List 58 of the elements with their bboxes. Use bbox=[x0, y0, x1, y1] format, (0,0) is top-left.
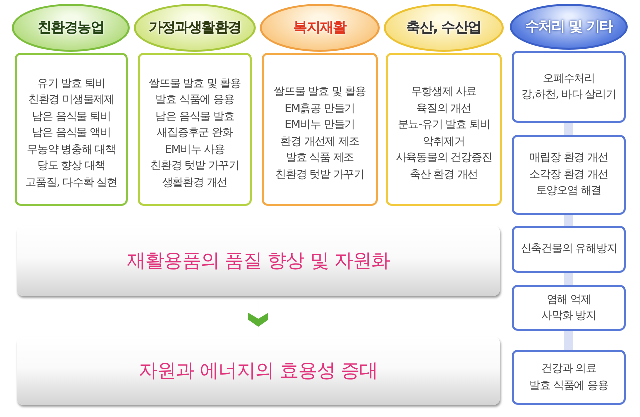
item-text: 당도 향상 대책 bbox=[37, 158, 106, 174]
item-box bbox=[512, 350, 626, 405]
item-text: 축산 환경 개선 bbox=[410, 166, 478, 182]
item-box bbox=[15, 53, 128, 206]
item-text: 사육동물의 건강증진 bbox=[396, 150, 492, 166]
item-text: 고품질, 다수확 실현 bbox=[26, 174, 118, 191]
item-text: EM흙공 만들기 bbox=[284, 100, 356, 116]
result-box bbox=[17, 337, 500, 405]
item-text: 토양오염 해결 bbox=[536, 183, 602, 200]
result-text: 재활용품의 품질 향상 및 자원화 bbox=[127, 249, 390, 274]
item-text: 환경 개선제 제조 bbox=[280, 134, 360, 150]
result-box bbox=[17, 226, 500, 296]
category-heading: 친환경농업 bbox=[38, 19, 104, 37]
item-box bbox=[512, 135, 626, 215]
item-text: 생활환경 개선 bbox=[162, 174, 228, 191]
item-text: 신축건물의 유해방지 bbox=[520, 241, 618, 258]
item-text: 친환경 텃밭 가꾸기 bbox=[276, 166, 364, 182]
category-heading: 수처리 및 기타 bbox=[525, 18, 613, 36]
item-text: 강,하천, 바다 살리기 bbox=[522, 87, 616, 103]
item-text: 염해 억제 bbox=[546, 292, 592, 308]
category-heading: 가정과생활환경 bbox=[148, 19, 242, 37]
item-text: 새집증후군 완화 bbox=[157, 125, 233, 142]
item-text: 소각장 환경 개선 bbox=[530, 166, 608, 183]
item-text: 발효 식품에 응용 bbox=[156, 92, 234, 108]
item-text: 무농약 병충해 대책 bbox=[27, 142, 116, 158]
item-box bbox=[138, 53, 252, 206]
connector-bar bbox=[564, 215, 574, 226]
item-text: 쌀뜨물 발효 및 활용 bbox=[149, 76, 241, 92]
category-heading: 복지재활 bbox=[294, 19, 346, 37]
result-text: 자원과 에너지의 효용성 증대 bbox=[139, 359, 378, 384]
item-text: 건강과 의료 bbox=[542, 361, 596, 377]
item-text: 친환경 미생물제제 bbox=[28, 92, 115, 108]
item-text: 유기 발효 퇴비 bbox=[37, 76, 106, 92]
item-text: 사막화 방지 bbox=[542, 308, 596, 324]
item-text: 남은 음식물 발효 bbox=[156, 108, 234, 125]
item-text: 무항생제 사료 bbox=[411, 84, 477, 100]
item-text: 발효 식품 제조 bbox=[286, 150, 354, 166]
item-box bbox=[386, 53, 502, 206]
item-text: 분뇨-유기 발효 퇴비 bbox=[398, 117, 490, 133]
item-text: EM비누 만들기 bbox=[284, 117, 356, 133]
item-text: 친환경 텃밭 가꾸기 bbox=[150, 158, 240, 174]
item-text: 발효 식품에 응용 bbox=[530, 378, 608, 394]
item-text: 악취제거 bbox=[423, 134, 465, 150]
connector-bar bbox=[564, 123, 574, 135]
item-text: 오폐수처리 bbox=[542, 70, 595, 86]
item-box bbox=[512, 226, 626, 273]
item-box bbox=[512, 51, 626, 123]
item-text: EM비누 사용 bbox=[165, 142, 225, 158]
item-text: 남은 음식물 퇴비 bbox=[32, 108, 111, 125]
item-text: 육질의 개선 bbox=[416, 100, 472, 116]
item-text: 매립장 환경 개선 bbox=[530, 150, 608, 166]
item-box bbox=[262, 53, 378, 206]
item-box bbox=[512, 285, 626, 331]
connector-bar bbox=[564, 273, 574, 285]
item-text: 남은 음식물 액비 bbox=[32, 125, 111, 142]
category-heading: 축산, 수산업 bbox=[406, 19, 482, 37]
connector-bar bbox=[564, 331, 574, 350]
item-text: 쌀뜨물 발효 및 활용 bbox=[274, 84, 366, 100]
